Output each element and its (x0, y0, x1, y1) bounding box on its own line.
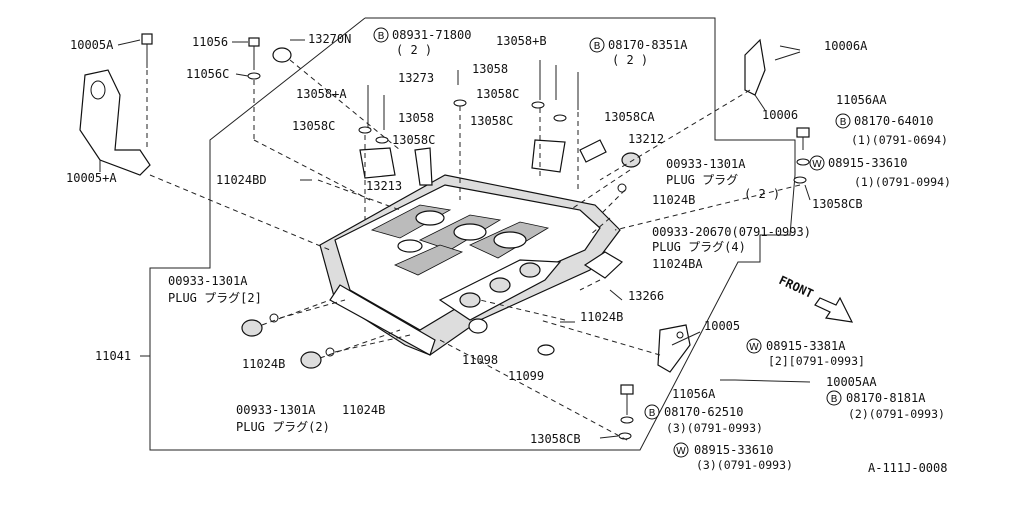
label-13058A: 13058+A (296, 87, 347, 101)
label-13212: 13212 (628, 132, 664, 146)
bolt-marker: B (840, 117, 847, 128)
label-10005A: 10005A (70, 38, 114, 52)
callout-labels: 10005A 11056 13270N 08931-71800 ( 2 ) 13… (66, 28, 951, 475)
assembly-outline (149, 17, 796, 451)
bolt-marker: B (594, 41, 601, 52)
label-13213: 13213 (366, 179, 402, 193)
bracket-10005 (657, 324, 735, 381)
label-11024BD: 11024BD (216, 173, 267, 187)
label-13058CA: 13058CA (604, 110, 655, 124)
label-08915-3381A-qty: [2][0791-0993] (768, 354, 865, 368)
label-plug-a-qty: ( 2 ) (744, 187, 780, 201)
label-08915-33610-c-qty: (3)(0791-0993) (696, 458, 793, 472)
washer-marker: W (749, 342, 759, 353)
label-10005: 10005 (704, 319, 740, 333)
label-13058C-4: 13058C (470, 114, 513, 128)
front-label: FRONT (777, 273, 816, 301)
leader-lines (99, 39, 811, 439)
label-00933-20670: 00933-20670(0791-0993) (652, 225, 811, 239)
cover-13266 (583, 251, 623, 279)
label-08170-8351A: 08170-8351A (608, 38, 688, 52)
label-08170-64010-qty: (1)(0791-0694) (851, 133, 948, 147)
label-11056A: 11056A (672, 387, 716, 401)
label-00933-1301A-d: 00933-1301A (236, 403, 316, 417)
label-13058B: 13058+B (496, 34, 547, 48)
label-11099: 11099 (508, 369, 544, 383)
bolt-11056AA (793, 127, 810, 184)
bolts-13058 (358, 60, 579, 144)
stud-11056 (247, 37, 261, 80)
label-plug-d: PLUG プラグ(2) (236, 420, 330, 434)
sensor-13212 (579, 139, 607, 163)
figure-id: A-111J-0008 (868, 461, 947, 475)
label-10005AA: 10005AA (826, 375, 877, 389)
gaskets-11098-11099 (468, 318, 555, 356)
label-13270N: 13270N (308, 32, 351, 46)
label-08170-64010: 08170-64010 (854, 114, 933, 128)
bracket-10005plusA (79, 69, 151, 176)
label-00933-1301A-a: 00933-1301A (666, 157, 746, 171)
label-11098: 11098 (462, 353, 498, 367)
label-13058C-2: 13058C (392, 133, 435, 147)
label-10005plusA: 10005+A (66, 171, 117, 185)
bolt-marker: B (831, 394, 838, 405)
front-arrow: FRONT (777, 273, 854, 323)
label-13058-mid: 13058 (398, 111, 434, 125)
bolt-marker: B (378, 31, 385, 42)
label-08915-3381A: 08915-3381A (766, 339, 846, 353)
label-10006: 10006 (762, 108, 798, 122)
label-11041: 11041 (95, 349, 131, 363)
label-08170-8181A-qty: (2)(0791-0993) (848, 407, 945, 421)
washer-marker: W (676, 446, 686, 457)
label-13266: 13266 (628, 289, 664, 303)
label-13058CB-2: 13058CB (530, 432, 581, 446)
label-plug-c: PLUG プラグ[2] (168, 291, 262, 305)
label-08915-33610-a: 08915-33610 (828, 156, 907, 170)
label-11024B-2: 11024B (580, 310, 623, 324)
label-plug-b: PLUG プラグ(4) (652, 240, 746, 254)
pipe-13213 (414, 147, 433, 186)
label-11056: 11056 (192, 35, 228, 49)
washer-marker: W (812, 159, 822, 170)
label-10006A: 10006A (824, 39, 868, 53)
bolt-10005A (141, 33, 153, 68)
label-08170-62510-qty: (3)(0791-0993) (666, 421, 763, 435)
label-08931-qty: ( 2 ) (396, 43, 432, 57)
label-13273: 13273 (398, 71, 434, 85)
label-08931-71800: 08931-71800 (392, 28, 471, 42)
bolt-11056A (618, 384, 634, 440)
marker-circles: B B B W W B B W (373, 27, 851, 458)
cylinder-head-11041 (319, 139, 621, 356)
label-08170-8351A-qty: ( 2 ) (612, 53, 648, 67)
plug-00933-a (617, 152, 641, 193)
label-13058CB-1: 13058CB (812, 197, 863, 211)
bracket-10006 (744, 38, 801, 96)
label-11024B-4: 11024B (342, 403, 385, 417)
label-11056AA: 11056AA (836, 93, 887, 107)
assembly-dash-lines (146, 59, 801, 441)
plugs-left (241, 313, 335, 369)
label-08915-33610-c: 08915-33610 (694, 443, 773, 457)
label-plug-a: PLUG プラグ (666, 173, 738, 187)
label-08170-8181A: 08170-8181A (846, 391, 926, 405)
label-11024B-1: 11024B (652, 193, 695, 207)
label-08915-33610-a-qty: (1)(0791-0994) (854, 175, 951, 189)
label-08170-62510: 08170-62510 (664, 405, 743, 419)
plug-13270N (272, 47, 292, 63)
label-00933-1301A-c: 00933-1301A (168, 274, 248, 288)
label-11056C: 11056C (186, 67, 229, 81)
label-13058C-3: 13058C (476, 87, 519, 101)
label-13058-top: 13058 (472, 62, 508, 76)
label-11024BA: 11024BA (652, 257, 703, 271)
bolt-marker: B (649, 408, 656, 419)
label-13058C-1: 13058C (292, 119, 335, 133)
label-11024B-3: 11024B (242, 357, 285, 371)
